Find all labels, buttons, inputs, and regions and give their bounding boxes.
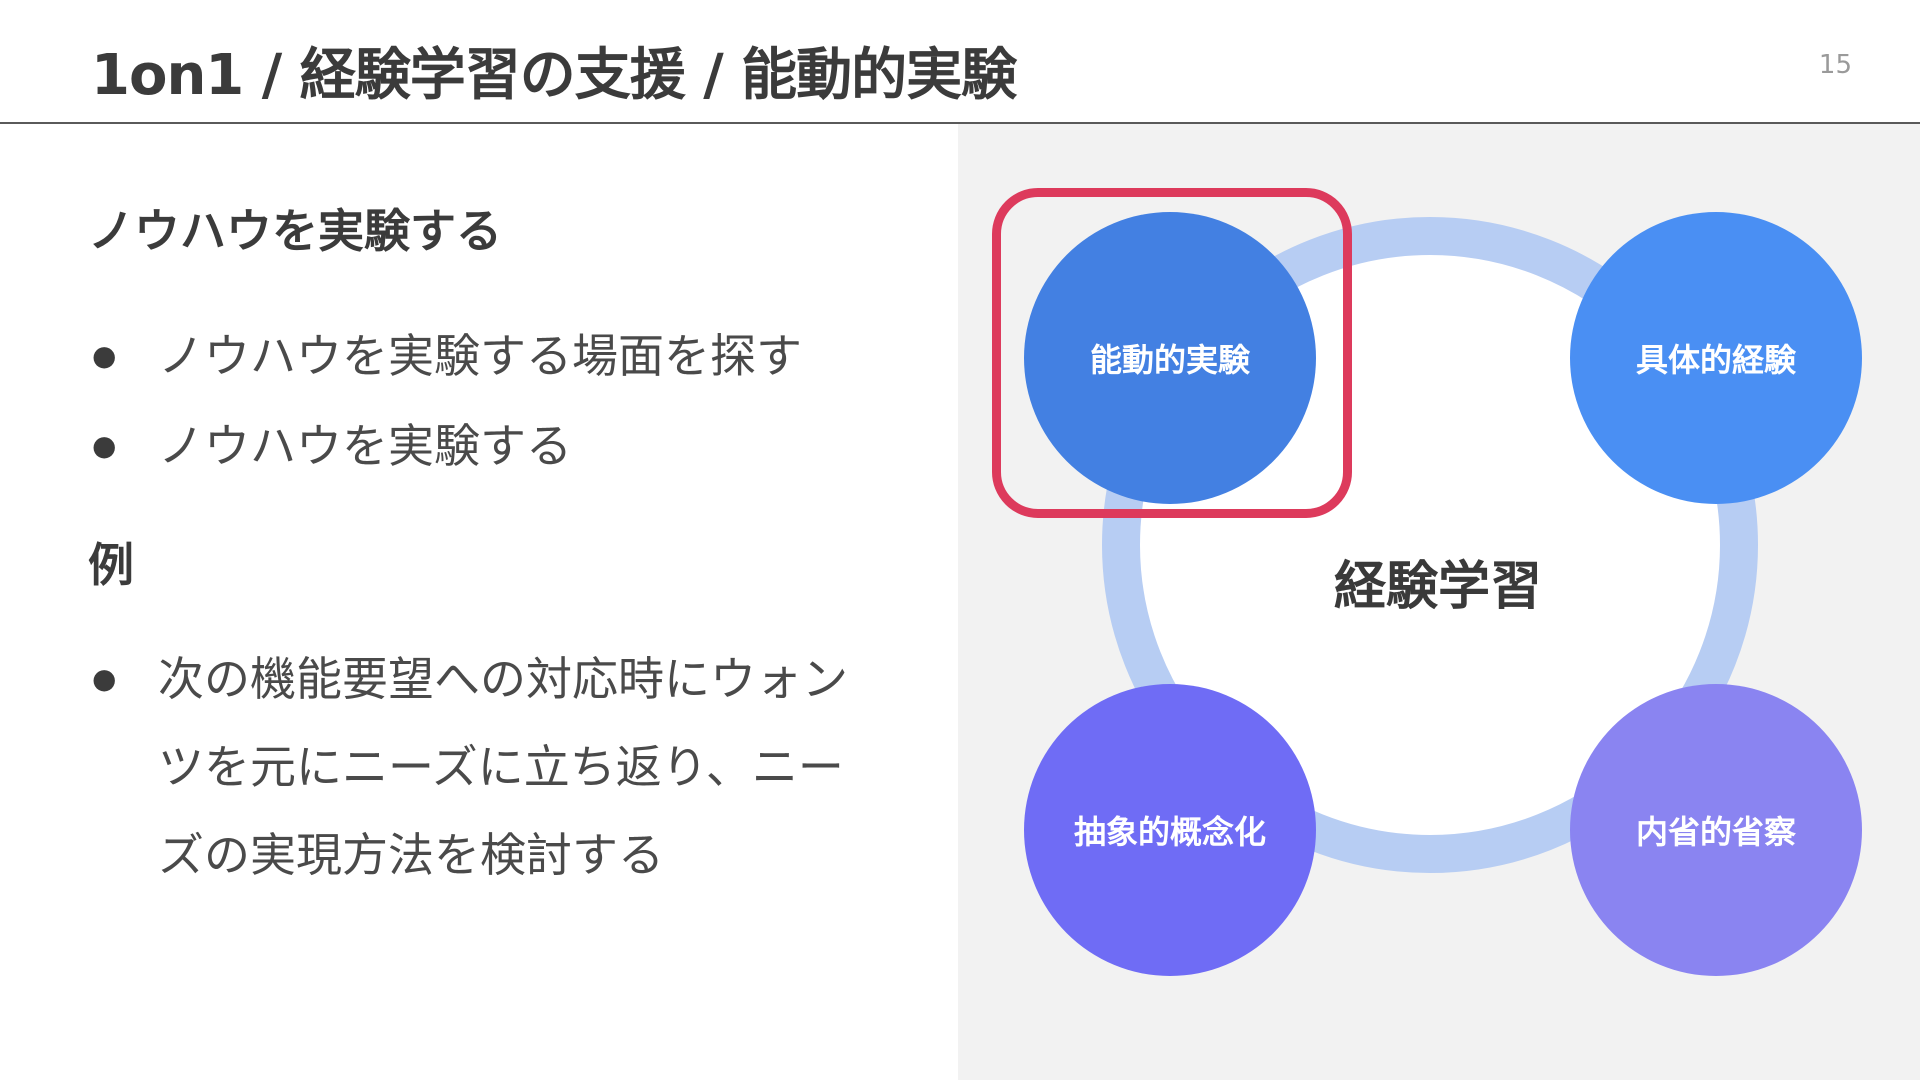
bullet-item: ノウハウを実験する場面を探す xyxy=(88,311,938,401)
node-label: 具体的経験 xyxy=(1635,341,1796,379)
node-abstract-conceptualization: 抽象的概念化 xyxy=(1024,684,1316,976)
highlight-frame xyxy=(992,188,1352,518)
diagram-center-label: 経験学習 xyxy=(1333,557,1542,617)
section-heading: ノウハウを実験する xyxy=(88,204,502,258)
node-active-experimentation: 能動的実験 xyxy=(1024,212,1316,504)
bullet-item: ノウハウを実験する xyxy=(88,401,938,491)
example-heading: 例 xyxy=(88,538,134,592)
node-reflective-observation: 内省的省察 xyxy=(1570,684,1862,976)
node-label: 内省的省察 xyxy=(1635,813,1796,851)
page-number: 15 xyxy=(1818,50,1852,80)
bullet-list: ノウハウを実験する場面を探す ノウハウを実験する xyxy=(88,311,938,491)
node-label: 能動的実験 xyxy=(1089,341,1250,379)
node-concrete-experience: 具体的経験 xyxy=(1570,212,1862,504)
text-content: ノウハウを実験する ノウハウを実験する場面を探す ノウハウを実験する 例 次の機… xyxy=(88,195,938,899)
slide-title: 1on1 / 経験学習の支援 / 能動的実験 xyxy=(91,43,1017,108)
example-bullet-item: 次の機能要望への対応時にウォンツを元にニーズに立ち返り、ニーズの実現方法を検討す… xyxy=(88,635,878,899)
experiential-learning-diagram: 経験学習 能動的実験 具体的経験 抽象的概念化 内省的省察 xyxy=(958,124,1920,1080)
example-bullet-list: 次の機能要望への対応時にウォンツを元にニーズに立ち返り、ニーズの実現方法を検討す… xyxy=(88,635,938,899)
header-divider xyxy=(0,122,1920,124)
node-label: 抽象的概念化 xyxy=(1073,813,1266,851)
